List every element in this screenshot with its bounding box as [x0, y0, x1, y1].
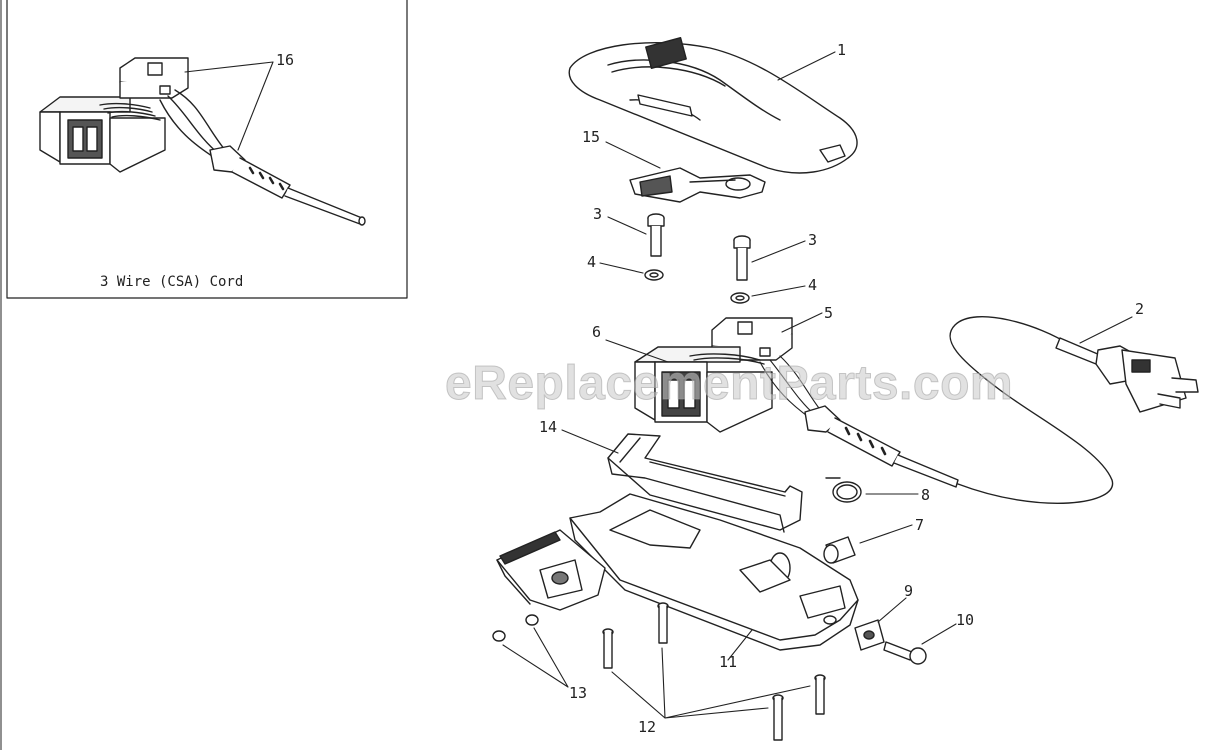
part-15-switch-lever: [629, 167, 766, 203]
callout-15: 15: [582, 128, 601, 146]
leader-7: [859, 524, 913, 544]
inset-switch: [119, 57, 189, 99]
callout-4-left: 4: [587, 253, 597, 271]
watermark-text: eReplacementParts.com: [444, 357, 1014, 411]
part-4-washer-left: [644, 269, 664, 281]
leader-16: [184, 61, 274, 151]
part-10-screw: [883, 641, 927, 665]
part-12-screws: [602, 602, 826, 741]
callout-3-right: 3: [808, 231, 818, 249]
leader-9: [877, 597, 907, 623]
callout-1: 1: [837, 41, 847, 59]
part-13-small-washers: [492, 614, 539, 642]
leader-10: [921, 623, 957, 645]
part-1-housing-cover: [568, 37, 858, 174]
inset-caption: 3 Wire (CSA) Cord: [100, 274, 244, 290]
leader-3-right: [751, 240, 806, 263]
leader-14: [561, 429, 619, 454]
callout-16: 16: [276, 51, 295, 69]
callout-6: 6: [592, 323, 602, 341]
leader-12: [611, 647, 811, 719]
part-7-bushing: [823, 536, 856, 564]
inset-frame: [6, 0, 408, 299]
callout-3-left: 3: [593, 205, 603, 223]
part-11-base-housing: [569, 493, 859, 651]
leader-13: [502, 627, 569, 688]
part-14-bracket: [607, 433, 803, 533]
inset-cord: [159, 89, 366, 226]
callout-12: 12: [638, 718, 657, 736]
leader-11: [727, 629, 753, 661]
callout-11: 11: [719, 653, 738, 671]
callout-10: 10: [956, 611, 975, 629]
callout-7: 7: [915, 516, 925, 534]
part-8-ring: [825, 477, 862, 503]
part-4-washer-right: [730, 292, 750, 304]
leader-15: [605, 141, 661, 169]
part-2-cord-plug: [804, 316, 1199, 505]
callout-13: 13: [569, 684, 588, 702]
callout-2: 2: [1135, 300, 1145, 318]
part-9-nut-plate: [854, 619, 885, 651]
part-3-screw-left: [647, 213, 665, 257]
leader-4-left: [599, 262, 644, 274]
part-3-screw-right: [733, 235, 751, 281]
leader-2: [1079, 316, 1133, 344]
callout-9: 9: [904, 582, 914, 600]
leader-6: [605, 339, 669, 363]
part-6-motor-coil: [634, 346, 773, 433]
leader-5: [781, 312, 823, 333]
blade-assembly: [496, 529, 606, 611]
callout-14: 14: [539, 418, 558, 436]
callout-5: 5: [824, 304, 834, 322]
inset-coil: [39, 96, 166, 173]
callout-4-right: 4: [808, 276, 818, 294]
leader-1: [777, 51, 836, 81]
callout-8: 8: [921, 486, 931, 504]
leader-4-right: [751, 285, 806, 297]
leader-3-left: [607, 216, 647, 235]
